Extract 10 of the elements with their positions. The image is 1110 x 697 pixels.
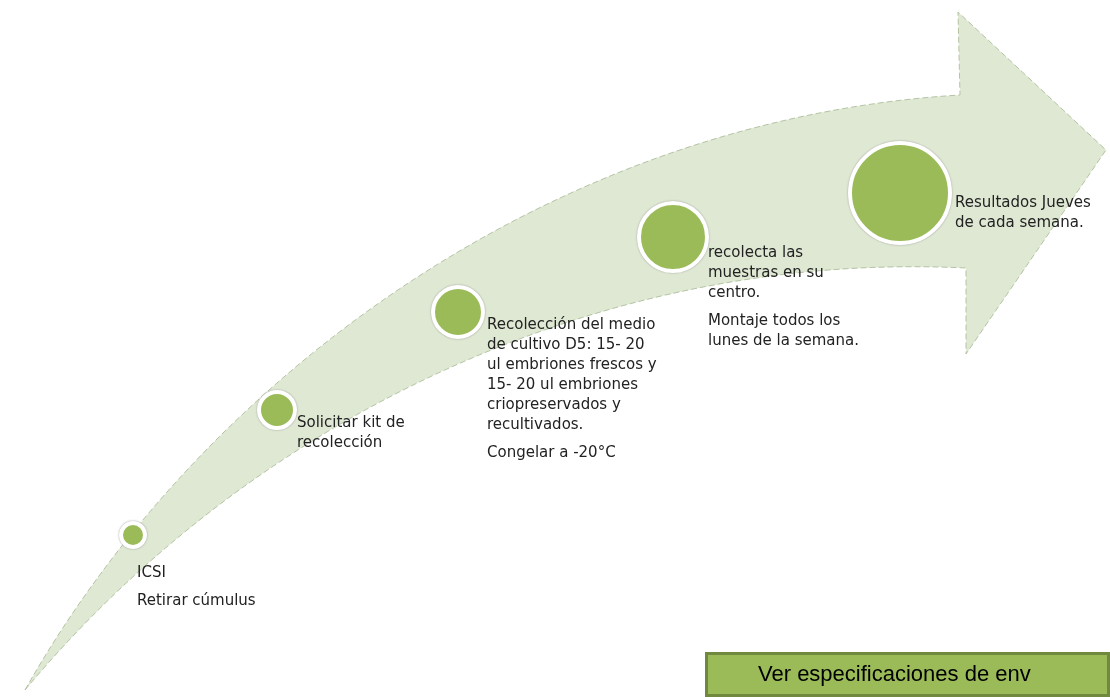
step-text: Solicitar kit de recolección	[297, 412, 406, 452]
step-text: Retirar cúmulus	[137, 590, 257, 610]
step-text: Resultados Jueves de cada semana.	[955, 192, 1092, 232]
step-circle	[119, 521, 147, 549]
step-text: Recolección del medio de cultivo D5: 15- 20 ul embriones frescos y 15- 20 ul embriones criopreservados y recultivados.	[487, 314, 657, 434]
step-text: Congelar a -20°C	[487, 442, 617, 462]
step-text: Montaje todos los lunes de la semana.	[708, 310, 860, 350]
step-text: recolecta las muestras en su centro.	[708, 242, 825, 302]
step-text: ICSI	[137, 562, 167, 582]
note-box: Ver especificaciones de env	[705, 652, 1110, 697]
